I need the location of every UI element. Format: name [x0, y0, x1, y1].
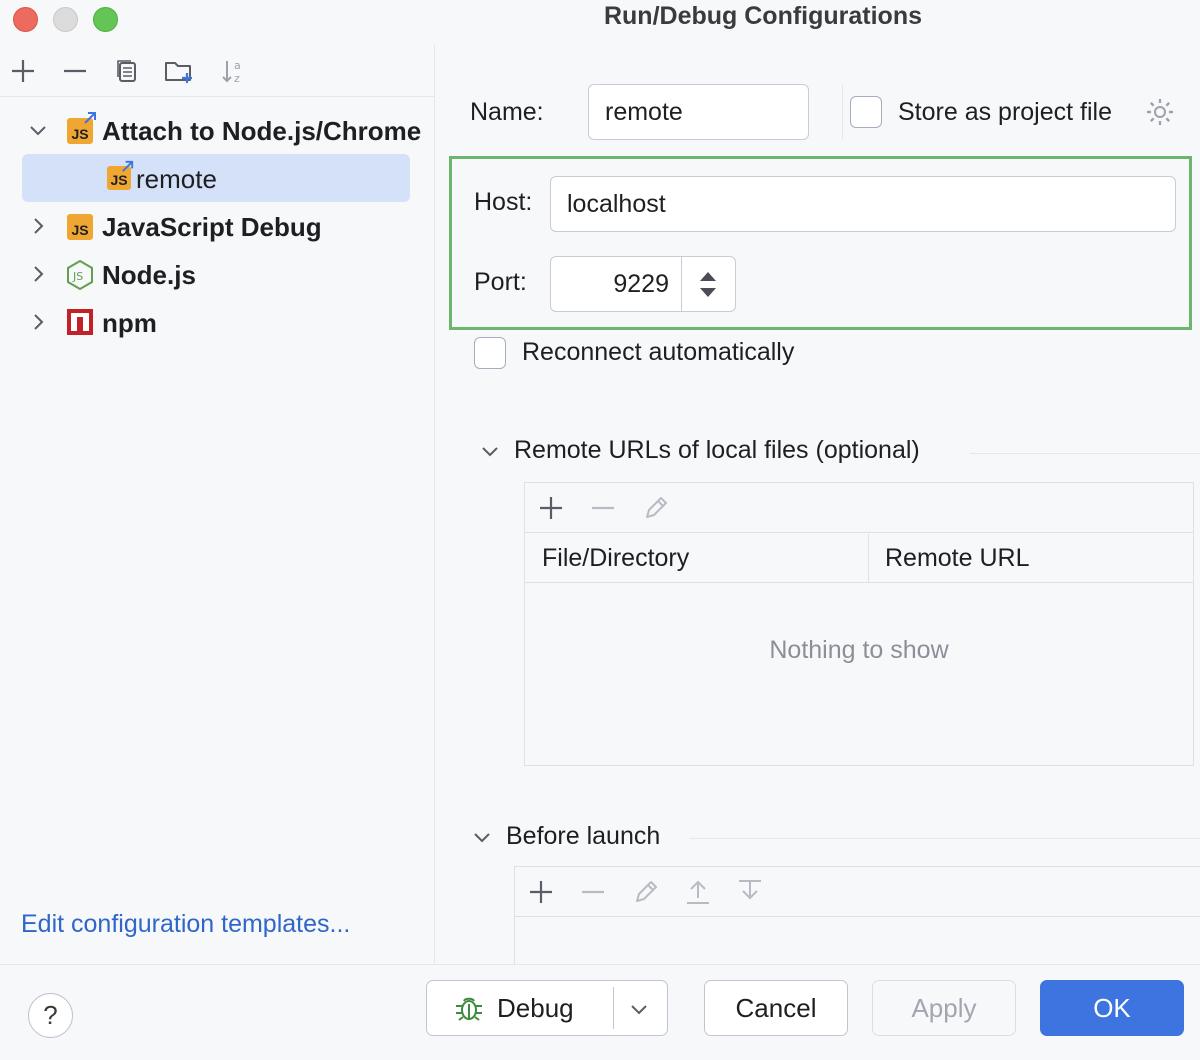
plus-icon	[12, 60, 34, 82]
debug-button-label: Debug	[497, 992, 574, 1023]
chevron-right-icon[interactable]	[26, 310, 50, 334]
svg-text:z: z	[234, 72, 240, 85]
chevron-down-icon[interactable]	[470, 825, 494, 849]
port-label: Port:	[474, 268, 527, 296]
remove-configuration-button[interactable]	[58, 54, 92, 88]
spinner-arrows-icon[interactable]	[682, 257, 734, 311]
move-up-icon[interactable]	[684, 878, 712, 906]
before-launch-list	[514, 866, 1200, 964]
store-as-project-file-checkbox[interactable]	[850, 96, 882, 128]
npm-icon	[67, 309, 93, 335]
section-divider	[690, 838, 1200, 839]
gear-icon[interactable]	[1145, 97, 1175, 127]
tree-item-nodejs[interactable]: JS Node.js	[0, 250, 434, 298]
pencil-icon[interactable]	[632, 878, 660, 906]
plus-icon[interactable]	[537, 494, 565, 522]
plus-icon[interactable]	[527, 878, 555, 906]
tree-item-attach-node-chrome[interactable]: JS Attach to Node.js/Chrome	[0, 106, 434, 154]
add-configuration-button[interactable]	[6, 54, 40, 88]
tree-item-remote[interactable]: JS remote	[0, 154, 434, 202]
before-launch-section-title[interactable]: Before launch	[506, 822, 661, 850]
store-as-project-file-label: Store as project file	[898, 98, 1112, 126]
column-header-remote-url[interactable]: Remote URL	[885, 544, 1030, 572]
tree-item-label: Node.js	[102, 260, 196, 290]
ok-button[interactable]: OK	[1040, 980, 1184, 1036]
js-attach-icon: JS	[67, 118, 93, 144]
column-header-file-directory[interactable]: File/Directory	[542, 544, 690, 572]
arrow-up-right-icon	[122, 160, 134, 172]
chevron-down-icon[interactable]	[627, 997, 651, 1021]
column-divider[interactable]	[868, 534, 869, 582]
name-field[interactable]: remote	[588, 84, 809, 140]
folder-add-icon	[165, 62, 192, 83]
chevron-right-icon[interactable]	[26, 262, 50, 286]
before-launch-toolbar-divider	[515, 916, 1200, 917]
close-window-button[interactable]	[13, 7, 38, 32]
divider	[613, 987, 614, 1029]
minus-icon[interactable]	[579, 878, 607, 906]
table-header-divider	[525, 582, 1193, 583]
tree-item-label: Attach to Node.js/Chrome	[102, 116, 422, 146]
js-attach-icon: JS	[107, 166, 131, 190]
arrow-up-right-icon	[84, 112, 96, 124]
svg-text:a: a	[234, 59, 241, 72]
port-spinner[interactable]: 9229	[550, 256, 736, 312]
svg-text:JS: JS	[72, 270, 83, 283]
empty-table-text: Nothing to show	[769, 636, 949, 664]
edit-configuration-templates-link[interactable]: Edit configuration templates...	[21, 910, 351, 938]
footer-divider	[0, 964, 1200, 965]
selection-highlight	[22, 154, 410, 202]
title-bar: Run/Debug Configurations	[0, 0, 1200, 40]
reconnect-automatically-checkbox[interactable]	[474, 337, 506, 369]
window-title: Run/Debug Configurations	[603, 2, 923, 30]
table-toolbar-divider	[525, 532, 1193, 533]
minimize-window-button[interactable]	[53, 7, 78, 32]
minus-icon[interactable]	[589, 494, 617, 522]
chevron-down-icon[interactable]	[26, 118, 50, 142]
divider	[842, 84, 843, 140]
tree-item-label: JavaScript Debug	[102, 212, 322, 242]
cancel-button[interactable]: Cancel	[704, 980, 848, 1036]
copy-icon	[117, 60, 136, 82]
help-button[interactable]: ?	[28, 993, 73, 1038]
port-value: 9229	[613, 269, 669, 298]
move-down-icon[interactable]	[736, 878, 764, 906]
host-field[interactable]: localhost	[550, 176, 1176, 232]
divider	[681, 257, 682, 311]
chevron-right-icon[interactable]	[26, 214, 50, 238]
minus-icon	[64, 69, 86, 73]
host-label: Host:	[474, 188, 533, 216]
chevron-down-icon[interactable]	[478, 439, 502, 463]
tree-item-label: npm	[102, 308, 157, 338]
new-folder-button[interactable]	[162, 54, 196, 88]
maximize-window-button[interactable]	[93, 7, 118, 32]
name-label: Name:	[470, 98, 544, 126]
remote-urls-section-title[interactable]: Remote URLs of local files (optional)	[514, 436, 920, 464]
nodejs-icon: JS	[67, 259, 93, 291]
remote-urls-table	[524, 482, 1194, 766]
tree-item-javascript-debug[interactable]: JS JavaScript Debug	[0, 202, 434, 250]
pencil-icon[interactable]	[642, 494, 670, 522]
apply-button[interactable]: Apply	[872, 980, 1016, 1036]
configurations-panel	[0, 44, 435, 964]
toolbar-divider	[0, 96, 434, 97]
bug-icon	[456, 997, 482, 1021]
tree-item-label: remote	[136, 164, 217, 194]
debug-button[interactable]: Debug	[426, 980, 668, 1036]
sort-alpha-icon: az	[222, 59, 241, 85]
section-divider	[970, 453, 1200, 454]
connection-settings-highlight	[449, 156, 1192, 330]
reconnect-automatically-label: Reconnect automatically	[522, 338, 795, 366]
tree-item-npm[interactable]: npm	[0, 298, 434, 346]
javascript-icon: JS	[67, 214, 93, 240]
copy-configuration-button[interactable]	[110, 54, 144, 88]
